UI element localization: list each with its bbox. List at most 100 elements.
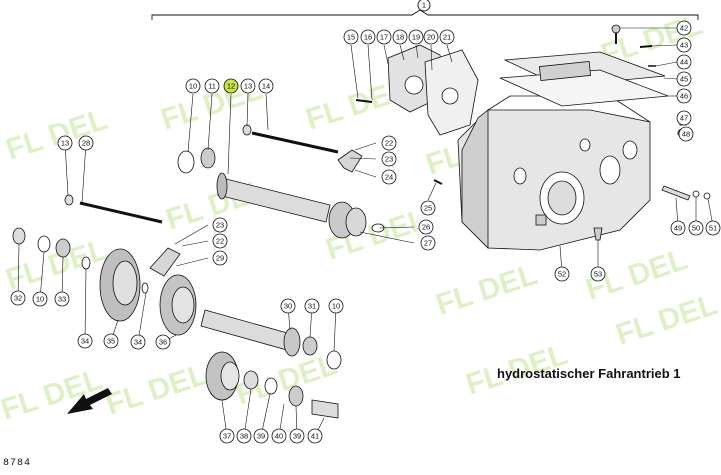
flange-gasket bbox=[387, 44, 479, 136]
callout-label: 21 bbox=[443, 33, 451, 42]
callout-51[interactable]: 51 bbox=[705, 220, 721, 236]
callout-19[interactable]: 19 bbox=[408, 29, 424, 45]
callout-label: 33 bbox=[58, 295, 66, 304]
callout-29[interactable]: 29 bbox=[212, 250, 228, 266]
callout-label: 44 bbox=[680, 58, 688, 67]
callout-53[interactable]: 53 bbox=[590, 266, 606, 282]
callout-label: 19 bbox=[412, 33, 420, 42]
callout-52[interactable]: 52 bbox=[554, 266, 570, 282]
callout-40[interactable]: 40 bbox=[271, 428, 287, 444]
callout-22[interactable]: 22 bbox=[212, 233, 228, 249]
callout-label: 50 bbox=[692, 224, 700, 233]
callout-26[interactable]: 26 bbox=[418, 219, 434, 235]
callout-13[interactable]: 13 bbox=[240, 78, 256, 94]
callout-39[interactable]: 39 bbox=[253, 428, 269, 444]
watermark-text: FL DEL bbox=[2, 103, 112, 167]
callout-layer: 10 11 12 13 14 15 16 17 18 19 20 21 22 23 24 25 26 27 28 29… bbox=[10, 20, 721, 444]
callout-18[interactable]: 18 bbox=[392, 29, 408, 45]
callout-21[interactable]: 21 bbox=[439, 29, 455, 45]
callout-34[interactable]: 34 bbox=[130, 334, 146, 350]
callout-23[interactable]: 23 bbox=[381, 151, 397, 167]
callout-48[interactable]: 48 bbox=[678, 126, 694, 142]
callout-45[interactable]: 45 bbox=[676, 71, 692, 87]
callout-22[interactable]: 22 bbox=[381, 135, 397, 151]
figure-code: 8784 bbox=[3, 458, 32, 469]
callout-25[interactable]: 25 bbox=[420, 200, 436, 216]
callout-33[interactable]: 33 bbox=[54, 291, 70, 307]
callout-23[interactable]: 23 bbox=[212, 217, 228, 233]
callout-32[interactable]: 32 bbox=[10, 290, 26, 306]
callout-label: 13 bbox=[244, 82, 252, 91]
watermark-text: FL DEL bbox=[0, 363, 107, 427]
callout-15[interactable]: 15 bbox=[343, 29, 359, 45]
gear-35 bbox=[99, 248, 141, 322]
cover-plates bbox=[499, 51, 669, 107]
callout-10[interactable]: 10 bbox=[328, 298, 344, 314]
callout-label: 52 bbox=[558, 270, 566, 279]
callout-label: 20 bbox=[427, 33, 435, 42]
callout-label: 30 bbox=[284, 302, 292, 311]
callout-49[interactable]: 49 bbox=[670, 220, 686, 236]
callout-27[interactable]: 27 bbox=[420, 235, 436, 251]
callout-12[interactable]: 12 bbox=[223, 78, 239, 94]
callout-34[interactable]: 34 bbox=[77, 333, 93, 349]
callout-38[interactable]: 38 bbox=[236, 428, 252, 444]
callout-label: 24 bbox=[385, 173, 393, 182]
callout-label: 26 bbox=[422, 223, 430, 232]
parts-layer bbox=[12, 24, 711, 419]
callout-28[interactable]: 28 bbox=[78, 135, 94, 151]
main-housing bbox=[457, 95, 651, 251]
callout-24[interactable]: 24 bbox=[381, 169, 397, 185]
callout-10[interactable]: 10 bbox=[32, 291, 48, 307]
callout-16[interactable]: 16 bbox=[360, 29, 376, 45]
callout-43[interactable]: 43 bbox=[676, 37, 692, 53]
callout-label: 39 bbox=[293, 432, 301, 441]
callout-39[interactable]: 39 bbox=[289, 428, 305, 444]
callout-44[interactable]: 44 bbox=[676, 54, 692, 70]
callout-label: 17 bbox=[380, 33, 388, 42]
callout-label: 34 bbox=[134, 338, 142, 347]
callout-label: 11 bbox=[208, 82, 216, 91]
callout-14[interactable]: 14 bbox=[258, 78, 274, 94]
callout-41[interactable]: 41 bbox=[307, 428, 323, 444]
callout-label: 53 bbox=[594, 270, 602, 279]
callout-label: 18 bbox=[396, 33, 404, 42]
callout-label: 10 bbox=[332, 302, 340, 311]
callout-label: 15 bbox=[347, 33, 355, 42]
watermark-text: FL DEL bbox=[612, 288, 721, 352]
callout-label: 35 bbox=[107, 337, 115, 346]
callout-label: 32 bbox=[14, 294, 22, 303]
callout-label: 41 bbox=[311, 432, 319, 441]
top-bracket bbox=[151, 9, 699, 20]
header-callout[interactable]: 1 bbox=[417, 0, 431, 12]
callout-10[interactable]: 10 bbox=[185, 78, 201, 94]
callout-17[interactable]: 17 bbox=[376, 29, 392, 45]
callout-label: 28 bbox=[82, 139, 90, 148]
callout-46[interactable]: 46 bbox=[676, 88, 692, 104]
callout-35[interactable]: 35 bbox=[103, 333, 119, 349]
callout-label: 27 bbox=[424, 239, 432, 248]
callout-label: 14 bbox=[262, 82, 270, 91]
header-callout-label: 1 bbox=[422, 1, 426, 10]
callout-42[interactable]: 42 bbox=[676, 20, 692, 36]
callout-label: 29 bbox=[216, 254, 224, 263]
callout-13[interactable]: 13 bbox=[57, 135, 73, 151]
callout-11[interactable]: 11 bbox=[204, 78, 220, 94]
callout-36[interactable]: 36 bbox=[155, 334, 171, 350]
watermark-text: FL DEL bbox=[102, 358, 212, 422]
callout-label: 31 bbox=[308, 302, 316, 311]
diagram-caption: hydrostatischer Fahrantrieb 1 bbox=[497, 366, 681, 381]
callout-label: 23 bbox=[216, 221, 224, 230]
arrow-down-left-icon bbox=[67, 388, 112, 414]
callout-47[interactable]: 47 bbox=[676, 110, 692, 126]
gear-cluster-27 bbox=[328, 201, 367, 239]
splined-shaft-12 bbox=[216, 172, 331, 223]
callout-50[interactable]: 50 bbox=[688, 220, 704, 236]
callout-30[interactable]: 30 bbox=[280, 298, 296, 314]
callout-31[interactable]: 31 bbox=[304, 298, 320, 314]
callout-20[interactable]: 20 bbox=[423, 29, 439, 45]
callout-label: 51 bbox=[709, 224, 717, 233]
callout-37[interactable]: 37 bbox=[219, 428, 235, 444]
callout-label: 22 bbox=[385, 139, 393, 148]
